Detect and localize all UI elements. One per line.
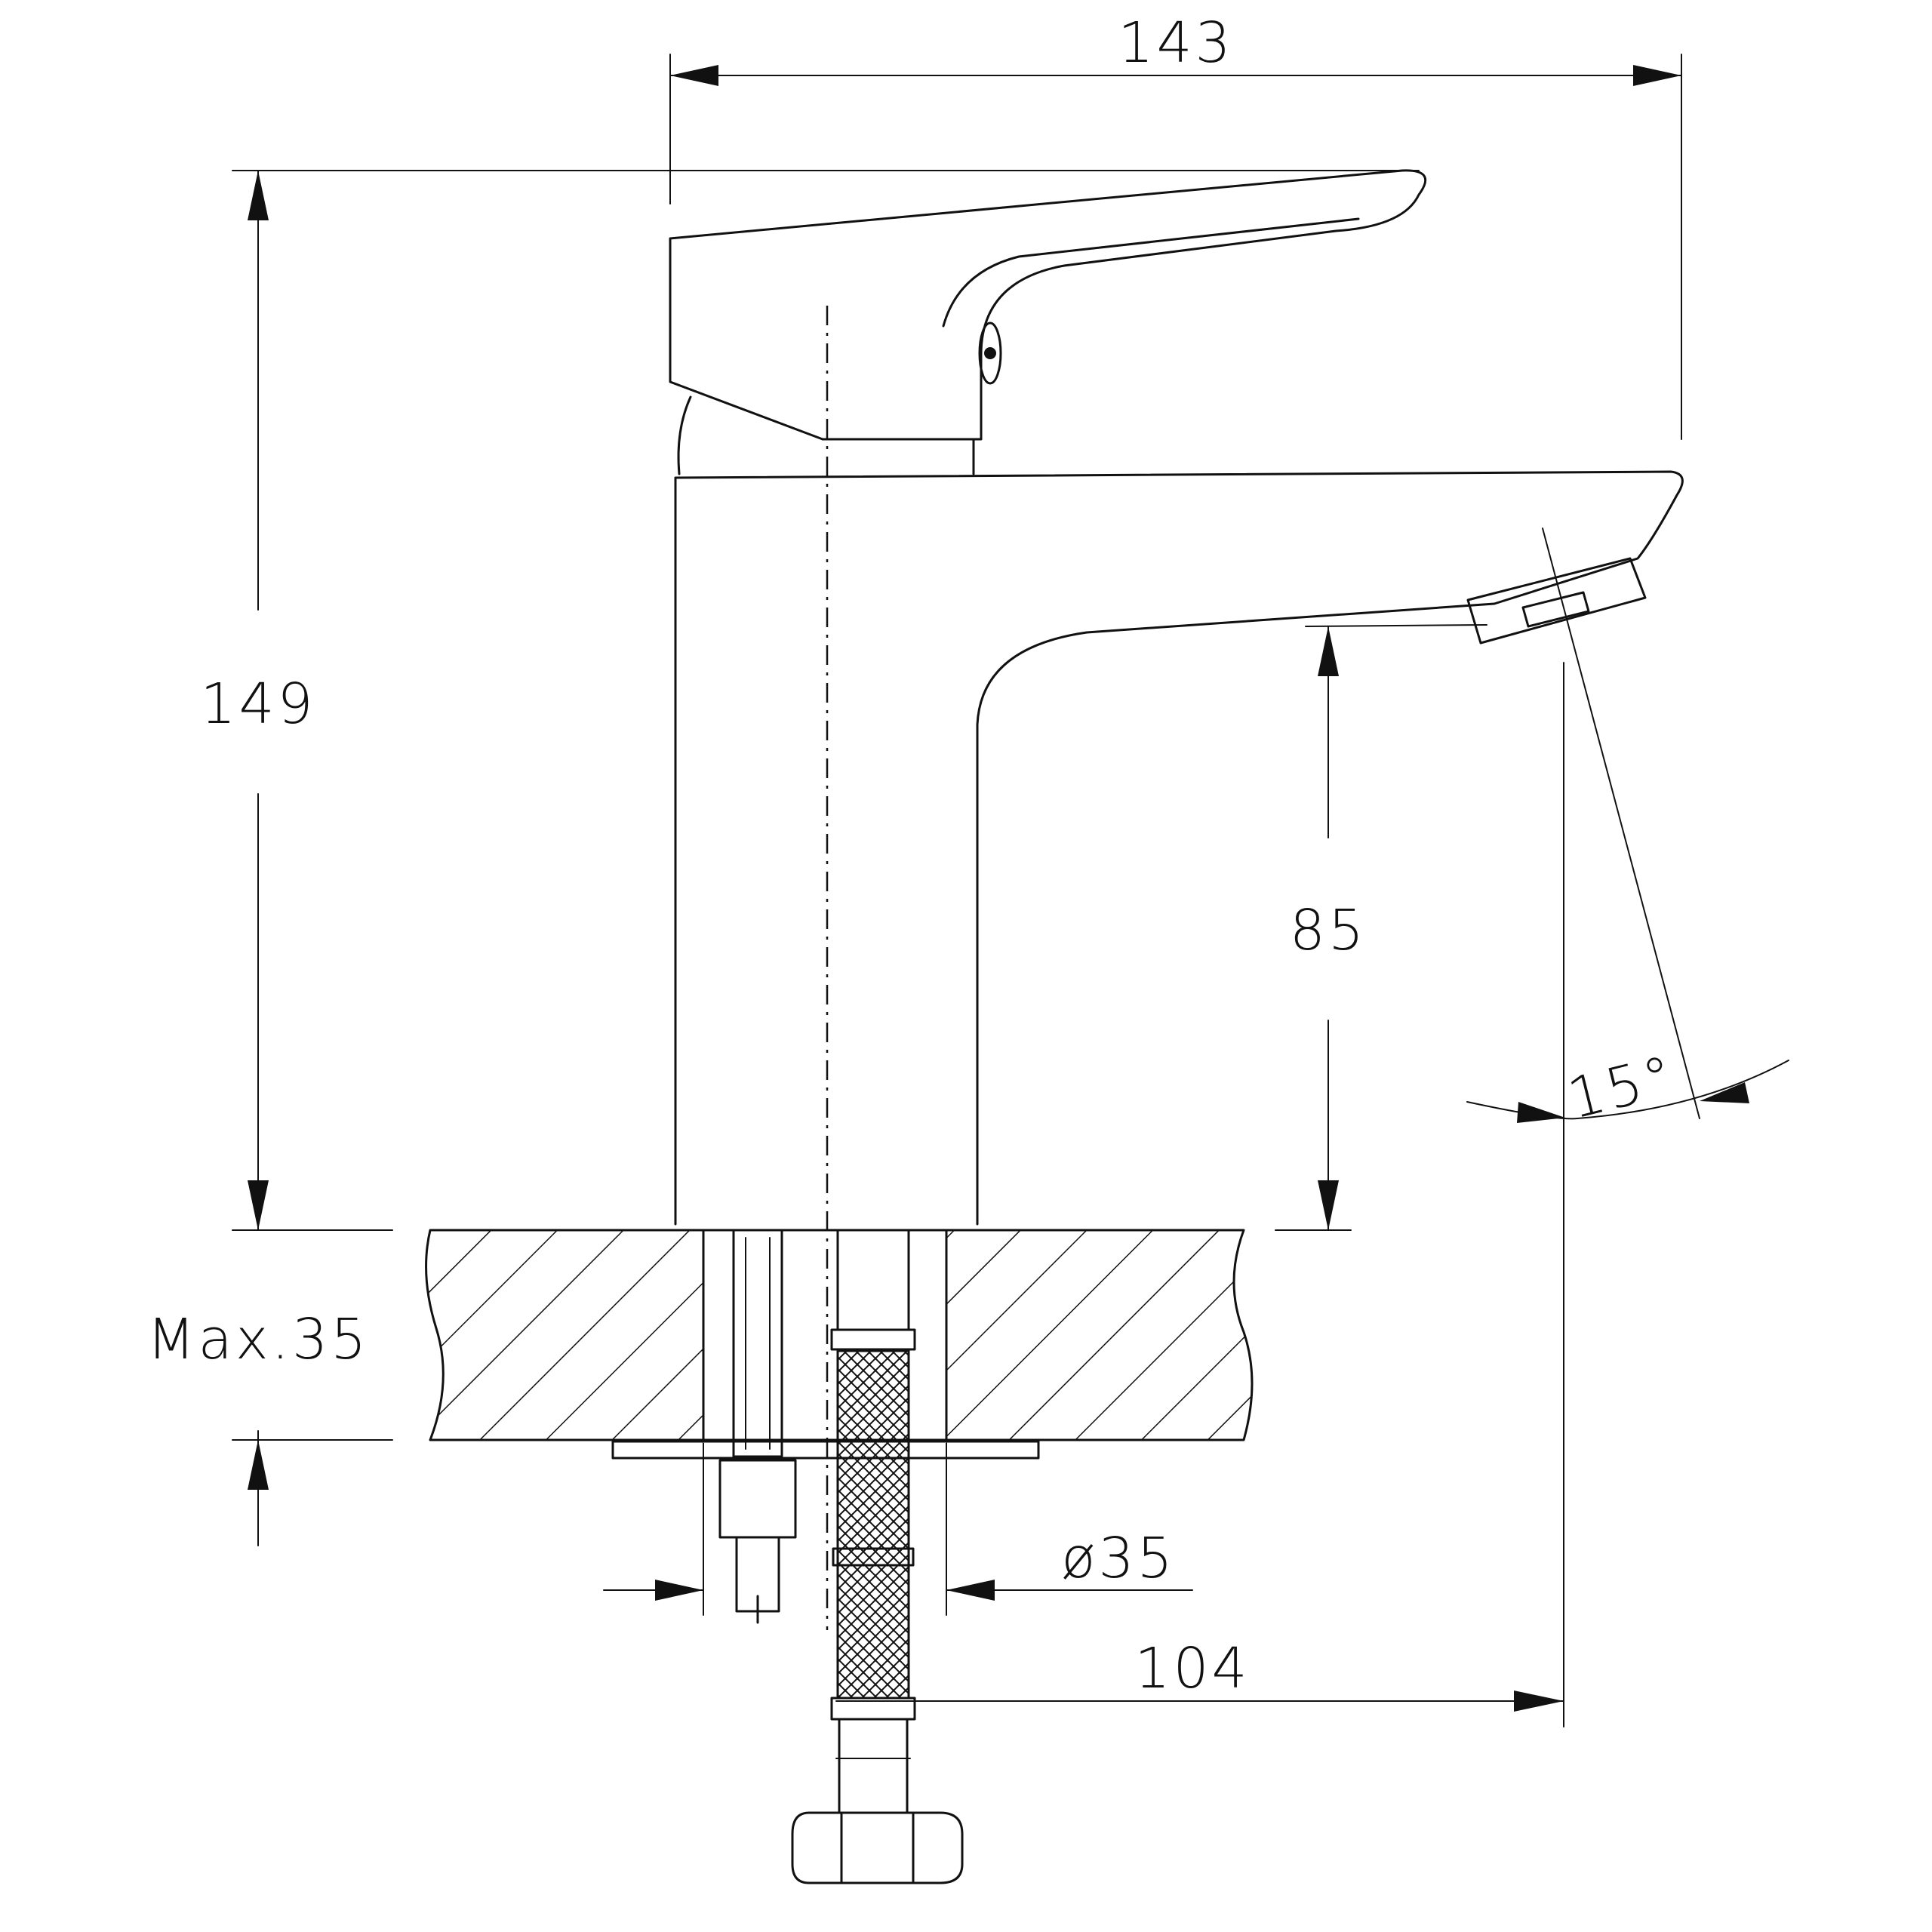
- hose-band: [832, 1547, 915, 1567]
- dimension-width: 143: [669, 11, 1682, 440]
- label-spout-angle: 15°: [1561, 1043, 1682, 1132]
- hose-hex-nut: [791, 1811, 964, 1884]
- label-spout-height: 85: [1290, 898, 1367, 963]
- lever-pivot-icon: [978, 321, 1002, 385]
- cartridge-dome: [677, 395, 692, 475]
- dimension-max-thickness: Max.35: [147, 1307, 393, 1546]
- arrowhead-reach: [1514, 1690, 1564, 1712]
- arrowhead-angle-left: [1517, 1102, 1565, 1123]
- mounting-hardware: [611, 1229, 1040, 1884]
- fixing-nut: [718, 1459, 797, 1539]
- arrowhead-bottom: [248, 1180, 269, 1230]
- arrowhead-spout-bottom: [1318, 1180, 1339, 1230]
- angle-ray: [1542, 528, 1700, 1119]
- lever-handle: [669, 169, 1427, 441]
- label-height: 149: [200, 672, 315, 737]
- fixing-plate: [611, 1440, 1040, 1460]
- extension-line-spout-outlet: [1305, 624, 1487, 627]
- cartridge-cap: [821, 438, 975, 475]
- arrowhead-hole-right: [946, 1580, 995, 1601]
- lever-handle-crease: [942, 217, 1360, 328]
- arrowhead-top: [248, 171, 269, 220]
- label-spout-reach: 104: [1134, 1636, 1250, 1701]
- label-max-thickness: Max.35: [147, 1307, 370, 1372]
- arrowhead-angle-right: [1700, 1082, 1749, 1103]
- hose-ferrule-upper: [830, 1328, 916, 1351]
- dimension-spout-angle: 15°: [1466, 528, 1789, 1132]
- arrowhead-left: [670, 65, 718, 86]
- aerator-insert: [1521, 591, 1590, 628]
- mounting-hole: [703, 1227, 946, 1443]
- dimension-spout-reach: 104: [835, 662, 1564, 1727]
- label-hole-diameter: ø35: [1061, 1526, 1175, 1591]
- aerator: [1466, 557, 1647, 645]
- countertop-section: [425, 1227, 1254, 1443]
- dimension-hole-diameter: ø35: [603, 1238, 1193, 1616]
- faucet-body: [669, 169, 1684, 1630]
- arrowhead-spout-top: [1318, 626, 1339, 676]
- arrowhead-right: [1633, 65, 1681, 86]
- dimension-height: 149: [200, 170, 1420, 1231]
- threaded-stud: [732, 1229, 783, 1458]
- arrowhead-thickness: [248, 1440, 269, 1490]
- braided-hose: [836, 1349, 910, 1700]
- arrowhead-hole-left: [655, 1580, 703, 1601]
- hose-tail: [838, 1718, 909, 1814]
- dimension-spout-height: 85: [1275, 624, 1487, 1231]
- label-width: 143: [1118, 11, 1233, 75]
- faucet-spout-body: [674, 470, 1684, 1226]
- countertop-outline: [425, 1229, 1254, 1441]
- lever-pivot-screw-icon: [984, 347, 996, 359]
